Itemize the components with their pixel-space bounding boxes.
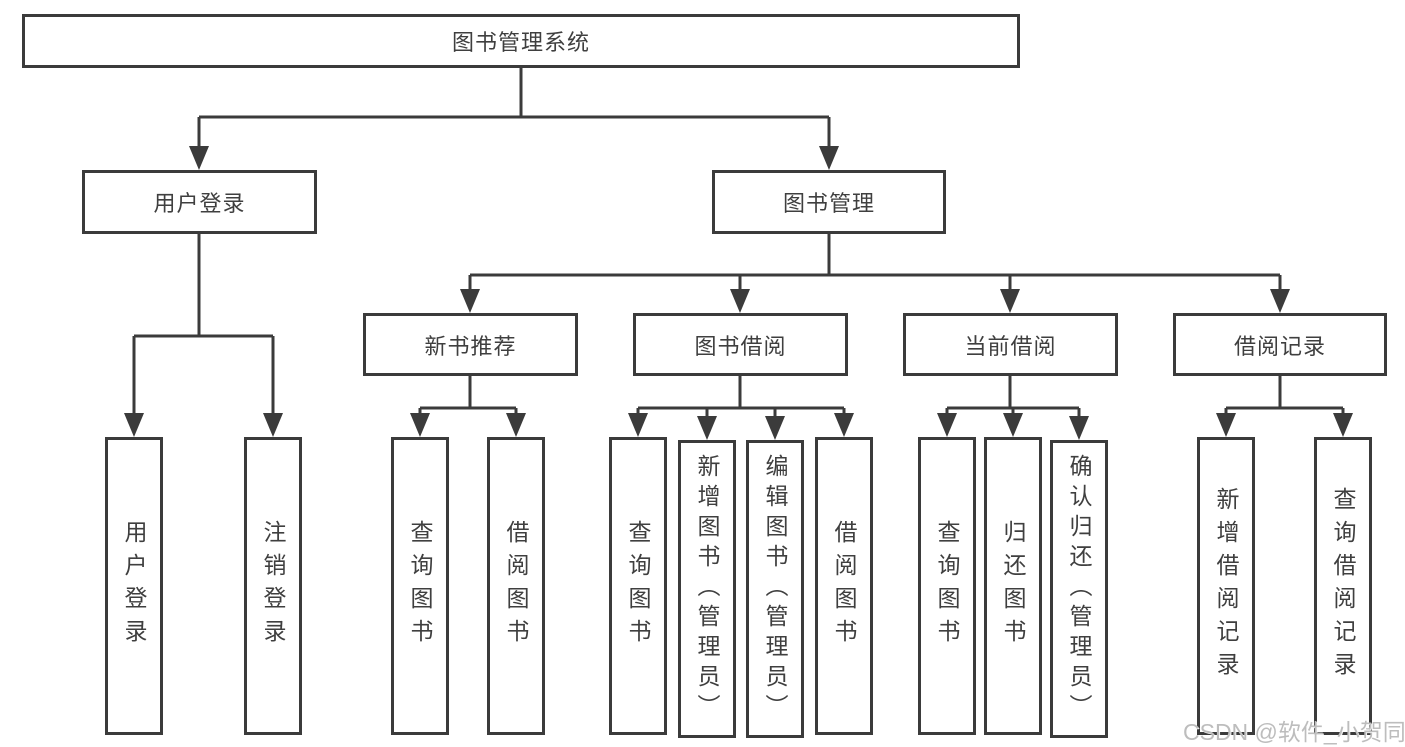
leaf-query-books-borrowing-label: 查询图书 [625,520,651,652]
leaf-borrow-books-borrowing-label: 借阅图书 [831,520,857,652]
leaf-query-borrow-record: 查询借阅记录 [1314,437,1372,735]
node-root: 图书管理系统 [22,14,1020,68]
node-book-borrowing: 图书借阅 [633,313,848,376]
leaf-return-books-label: 归还图书 [1000,520,1026,652]
leaf-borrow-books-borrowing: 借阅图书 [815,437,873,735]
leaf-add-borrow-record-label: 新增借阅记录 [1213,487,1239,685]
node-new-book-recommend: 新书推荐 [363,313,578,376]
node-borrowing-records: 借阅记录 [1173,313,1387,376]
leaf-logout-login: 注销登录 [244,437,302,735]
leaf-add-borrow-record: 新增借阅记录 [1197,437,1255,735]
leaf-confirm-return-admin-label: 确认归还（管理员） [1066,454,1092,724]
node-book-borrowing-label: 图书借阅 [694,333,787,359]
node-user-login-label: 用户登录 [153,191,246,216]
leaf-query-books-recommend: 查询图书 [391,437,449,735]
node-root-label: 图书管理系统 [451,30,590,55]
leaf-query-books-borrowing: 查询图书 [609,437,667,735]
leaf-edit-books-admin: 编辑图书（管理员） [746,440,804,738]
node-borrowing-records-label: 借阅记录 [1233,333,1326,359]
leaf-edit-books-admin-label: 编辑图书（管理员） [762,454,788,724]
leaf-user-login-label: 用户登录 [121,520,147,652]
leaf-query-books-current: 查询图书 [918,437,976,735]
node-user-login: 用户登录 [82,170,317,234]
leaf-query-borrow-record-label: 查询借阅记录 [1330,487,1356,685]
leaf-add-books-admin: 新增图书（管理员） [678,440,736,738]
leaf-borrow-books-recommend: 借阅图书 [487,437,545,735]
node-current-borrowing: 当前借阅 [903,313,1118,376]
node-book-management-label: 图书管理 [782,191,875,216]
leaf-borrow-books-recommend-label: 借阅图书 [503,520,529,652]
watermark: CSDN @软件_小贺同学 [1183,719,1405,745]
leaf-add-books-admin-label: 新增图书（管理员） [694,454,720,724]
leaf-query-books-recommend-label: 查询图书 [407,520,433,652]
node-current-borrowing-label: 当前借阅 [964,333,1057,359]
leaf-logout-login-label: 注销登录 [260,520,286,652]
node-book-management: 图书管理 [712,170,946,234]
leaf-return-books: 归还图书 [984,437,1042,735]
leaf-confirm-return-admin: 确认归还（管理员） [1050,440,1108,738]
leaf-query-books-current-label: 查询图书 [934,520,960,652]
node-new-book-recommend-label: 新书推荐 [424,333,517,359]
leaf-user-login: 用户登录 [105,437,163,735]
